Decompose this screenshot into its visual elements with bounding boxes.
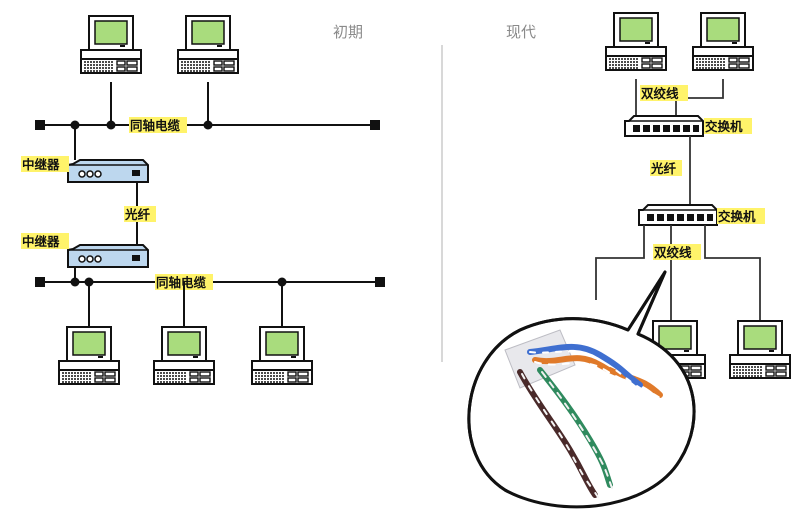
fiber-label-right: 光纤 — [650, 161, 677, 176]
tap-dot — [203, 120, 213, 130]
switch-bottom-icon — [638, 204, 718, 226]
repeater-label-1: 中继器 — [22, 157, 60, 172]
switch-top-icon — [624, 115, 704, 137]
computer-icon — [80, 15, 142, 74]
twisted-pair-label-top: 双绞线 — [640, 86, 679, 101]
tap-dot — [70, 277, 80, 287]
computer-icon — [692, 12, 754, 71]
modern-network: 双绞线 交换机 光纤 交换机 双绞线 — [467, 12, 791, 513]
bus-terminator — [375, 277, 385, 287]
computer-icon — [729, 320, 791, 379]
section-title-early: 初期 — [333, 23, 363, 41]
coax-label-top: 同轴电缆 — [130, 118, 181, 133]
bus-terminator — [35, 277, 45, 287]
fiber-label-left: 光纤 — [124, 207, 151, 222]
repeater-label-2: 中继器 — [22, 234, 60, 249]
computer-icon — [153, 326, 215, 385]
switch-label-top: 交换机 — [705, 119, 743, 134]
repeater-1-icon — [67, 159, 149, 183]
bus-terminator — [370, 120, 380, 130]
computer-icon — [605, 12, 667, 71]
switch-label-bottom: 交换机 — [718, 209, 756, 224]
early-network: 同轴电缆 中继器 光纤 中继器 同轴电缆 — [21, 15, 385, 385]
tap-dot — [106, 120, 116, 130]
computer-icon — [177, 15, 239, 74]
computer-icon — [251, 326, 313, 385]
computer-icon — [58, 326, 120, 385]
twisted-pair-cable-photo — [517, 343, 663, 498]
twisted-pair-label-bottom: 双绞线 — [653, 245, 692, 260]
section-title-modern: 现代 — [506, 23, 536, 41]
cable-zoom-bubble — [467, 270, 696, 513]
repeater-2-icon — [67, 244, 149, 268]
bus-terminator — [35, 120, 45, 130]
coax-label-bottom: 同轴电缆 — [156, 275, 207, 290]
